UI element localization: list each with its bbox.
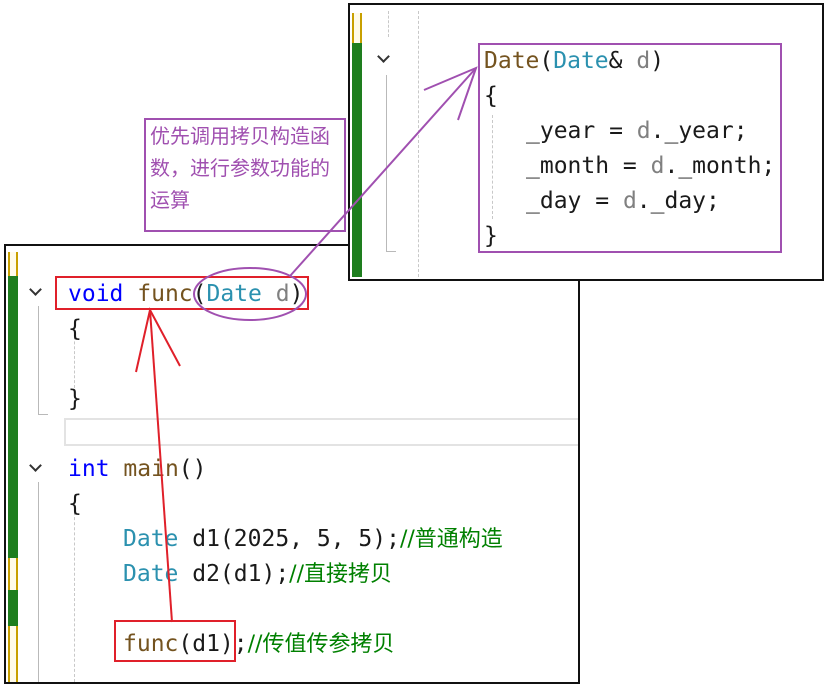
code-line-year[interactable]: _year = d._year; xyxy=(526,118,748,144)
code-line-month[interactable]: _month = d._month; xyxy=(526,153,776,179)
fold-guide-end xyxy=(386,251,396,252)
code-line[interactable]: { xyxy=(68,491,82,517)
fold-chevron-icon[interactable] xyxy=(377,53,389,65)
change-margin-saved xyxy=(8,626,18,682)
comment: //普通构造 xyxy=(399,527,503,552)
code-line-call[interactable]: func(d1);//传值传参拷贝 xyxy=(123,631,395,657)
code-line-d1[interactable]: Date d1(2025, 5, 5);//普通构造 xyxy=(123,526,503,552)
comment: //传值传参拷贝 xyxy=(247,632,395,657)
copy-ctor-signature[interactable]: Date(Date& d) xyxy=(484,48,665,74)
code-line[interactable]: } xyxy=(68,386,82,412)
comment: //直接拷贝 xyxy=(289,562,392,587)
fold-guide xyxy=(38,482,39,682)
func-declaration-highlight-box xyxy=(55,276,309,310)
change-margin-saved xyxy=(8,252,18,276)
change-margin-modified xyxy=(8,590,18,626)
keyword-void: void xyxy=(68,281,124,307)
indent-guide xyxy=(418,11,419,277)
main-code-editor: void func(Date d) { } int main() { Date … xyxy=(4,244,580,684)
fold-guide xyxy=(38,306,39,414)
code-line-d2[interactable]: Date d2(d1);//直接拷贝 xyxy=(123,561,392,587)
copy-constructor-editor: Date(Date& d) { _year = d._year; _month … xyxy=(348,3,824,281)
indent-guide xyxy=(74,322,75,388)
code-line[interactable]: { xyxy=(68,316,82,342)
current-line-highlight xyxy=(64,418,578,446)
fold-guide xyxy=(386,75,387,251)
fold-chevron-icon[interactable] xyxy=(29,286,41,298)
change-margin-modified xyxy=(352,43,362,277)
fold-guide-end xyxy=(38,414,48,415)
change-margin-saved xyxy=(352,13,362,43)
annotation-note: 优先调用拷贝构造函数，进行参数功能的运算 xyxy=(144,118,346,232)
change-margin-modified xyxy=(8,276,18,558)
keyword-int: int xyxy=(68,456,110,482)
code-line-day[interactable]: _day = d._day; xyxy=(526,188,720,214)
main-declaration-line[interactable]: int main() xyxy=(68,456,207,482)
fold-chevron-icon[interactable] xyxy=(29,462,41,474)
indent-guide xyxy=(74,502,75,682)
indent-guide xyxy=(492,115,493,219)
function-name: main xyxy=(123,456,179,482)
indent-guide xyxy=(388,11,389,37)
change-margin-saved xyxy=(8,558,18,590)
func-call-highlight-box xyxy=(114,620,236,662)
code-line[interactable]: } xyxy=(484,223,498,249)
function-name: func xyxy=(137,281,193,307)
copy-constructor-highlight-box xyxy=(478,43,782,253)
code-line[interactable]: { xyxy=(484,83,498,109)
